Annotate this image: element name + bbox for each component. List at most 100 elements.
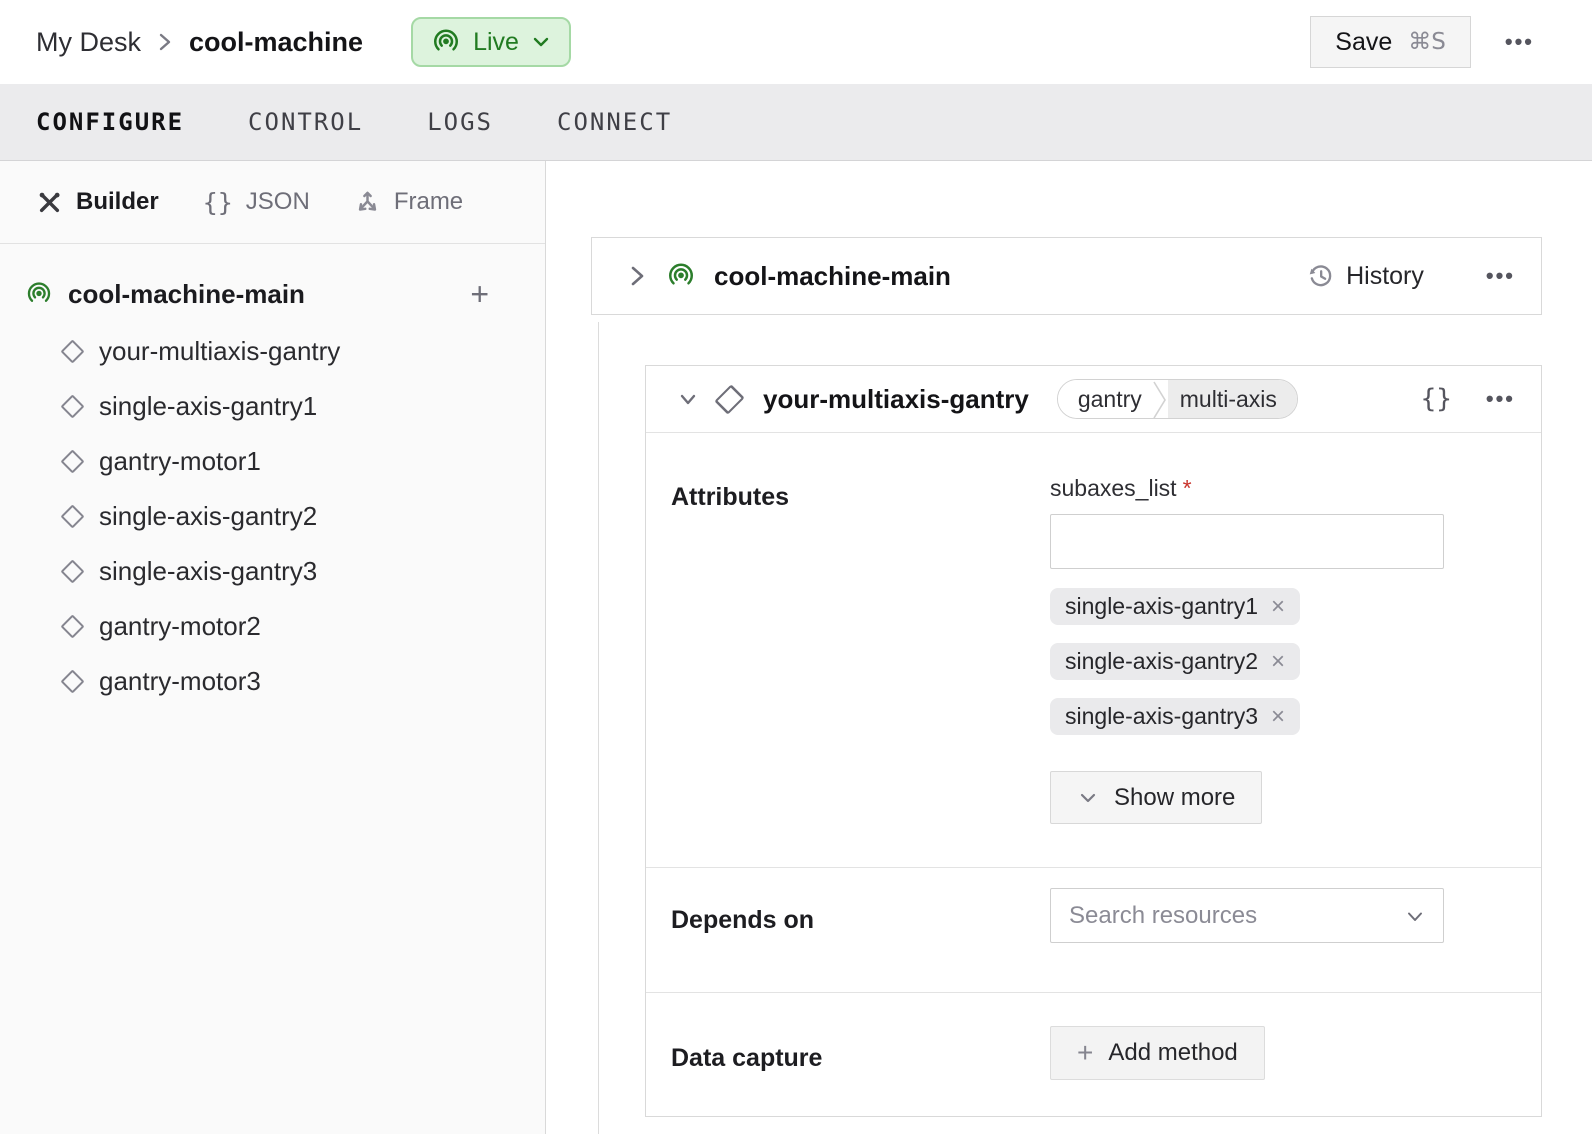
tab-logs[interactable]: LOGS — [427, 108, 493, 136]
live-status-dropdown[interactable]: Live — [411, 17, 571, 67]
remove-chip-icon[interactable]: × — [1271, 702, 1286, 730]
history-button[interactable]: History — [1306, 262, 1424, 291]
tree-item-single-axis-gantry1[interactable]: single-axis-gantry1 — [0, 379, 545, 434]
view-tab-json-label: JSON — [245, 188, 310, 215]
tab-connect[interactable]: CONNECT — [557, 108, 673, 136]
frame-axes-icon — [358, 191, 376, 211]
tree-item-gantry-motor2[interactable]: gantry-motor2 — [0, 599, 545, 654]
resource-card-actions: {} ••• — [1421, 384, 1515, 414]
subaxes-chip-list: single-axis-gantry1 × single-axis-gantry… — [1050, 588, 1541, 735]
main-nav-tabbar: CONFIGURE CONTROL LOGS CONNECT — [0, 84, 1592, 161]
tab-control[interactable]: CONTROL — [248, 108, 364, 136]
header-more-menu-button[interactable]: ••• — [1505, 31, 1534, 53]
data-capture-section: Data capture + Add method — [646, 992, 1541, 1117]
config-main-panel: cool-machine-main History ••• your-multi… — [547, 161, 1592, 1134]
machine-name: cool-machine — [189, 26, 364, 57]
save-button[interactable]: Save ⌘S — [1310, 16, 1471, 68]
add-method-label: Add method — [1108, 1039, 1238, 1066]
tree-root-machine[interactable]: cool-machine-main + — [0, 268, 545, 320]
tree-item-gantry-motor1[interactable]: gantry-motor1 — [0, 434, 545, 489]
breadcrumb: My Desk cool-machine — [36, 27, 363, 58]
braces-icon: {} — [1420, 384, 1452, 414]
resource-title: your-multiaxis-gantry — [763, 383, 1029, 414]
ellipsis-icon: ••• — [1504, 29, 1534, 54]
resource-more-button[interactable]: ••• — [1486, 388, 1515, 410]
history-label: History — [1346, 261, 1424, 290]
show-more-button[interactable]: Show more — [1050, 771, 1263, 824]
component-diamond-icon — [714, 383, 745, 415]
breadcrumb-chevron-icon — [159, 33, 171, 51]
tree-item-single-axis-gantry3[interactable]: single-axis-gantry3 — [0, 544, 545, 599]
history-clock-icon — [1309, 265, 1332, 287]
chip-single-axis-gantry1[interactable]: single-axis-gantry1 × — [1050, 588, 1301, 625]
resource-card: your-multiaxis-gantry gantry multi-axis … — [645, 365, 1542, 1117]
depends-on-section: Depends on Search resources — [646, 867, 1541, 992]
view-tab-builder-label: Builder — [76, 188, 159, 215]
app-header: My Desk cool-machine Live Save ⌘S ••• — [0, 0, 1592, 84]
remove-chip-icon[interactable]: × — [1271, 592, 1286, 620]
header-actions: Save ⌘S ••• — [1310, 16, 1592, 68]
view-tab-frame-label: Frame — [393, 188, 464, 215]
chevron-down-icon[interactable] — [676, 387, 700, 411]
depends-on-heading: Depends on — [671, 906, 815, 934]
search-resources-select[interactable]: Search resources — [1050, 888, 1444, 943]
tree-item-single-axis-gantry2[interactable]: single-axis-gantry2 — [0, 489, 545, 544]
braces-icon: {} — [202, 187, 233, 217]
resource-tree: your-multiaxis-gantry single-axis-gantry… — [0, 324, 545, 709]
component-diamond-icon — [60, 559, 85, 584]
component-diamond-icon — [60, 504, 85, 529]
broadcast-icon — [27, 282, 51, 302]
add-method-button[interactable]: + Add method — [1050, 1026, 1265, 1080]
plus-icon: + — [1077, 1037, 1094, 1068]
tab-configure[interactable]: CONFIGURE — [36, 108, 185, 136]
chip-single-axis-gantry2[interactable]: single-axis-gantry2 × — [1050, 643, 1301, 680]
breadcrumb-parent-link[interactable]: My Desk — [36, 26, 142, 57]
show-more-label: Show more — [1114, 783, 1236, 811]
view-tab-json[interactable]: {} JSON — [203, 188, 310, 217]
chevron-down-icon — [1080, 793, 1096, 802]
search-resources-placeholder: Search resources — [1069, 901, 1258, 929]
chip-single-axis-gantry3[interactable]: single-axis-gantry3 × — [1050, 698, 1301, 735]
add-component-button[interactable]: + — [470, 276, 489, 313]
json-braces-button[interactable]: {} — [1421, 384, 1452, 414]
config-sidebar: Builder {} JSON Frame cool-machine-main … — [0, 161, 546, 1134]
save-shortcut: ⌘S — [1408, 29, 1446, 55]
chevron-right-icon[interactable] — [626, 263, 648, 289]
chevron-down-icon — [533, 37, 549, 47]
component-diamond-icon — [60, 394, 85, 419]
attributes-heading: Attributes — [671, 483, 790, 511]
tree-item-your-multiaxis-gantry[interactable]: your-multiaxis-gantry — [0, 324, 545, 379]
tree-root-label: cool-machine-main — [68, 278, 305, 309]
tools-icon — [39, 192, 60, 212]
machine-part-title: cool-machine-main — [714, 260, 951, 291]
tree-connector-line — [598, 322, 599, 1134]
machine-part-card: cool-machine-main History ••• — [591, 237, 1542, 315]
ellipsis-icon: ••• — [1485, 386, 1515, 411]
tree-item-gantry-motor3[interactable]: gantry-motor3 — [0, 654, 545, 709]
component-diamond-icon — [60, 449, 85, 474]
live-status-label: Live — [473, 27, 519, 56]
data-capture-heading: Data capture — [671, 1044, 823, 1072]
machine-part-more-button[interactable]: ••• — [1486, 265, 1515, 287]
view-tab-builder[interactable]: Builder — [36, 188, 159, 216]
subaxes-field-label: subaxes_list* — [1050, 475, 1192, 501]
component-diamond-icon — [60, 339, 85, 364]
component-diamond-icon — [60, 614, 85, 639]
view-tab-frame[interactable]: Frame — [354, 188, 463, 216]
tag-multi-axis: multi-axis — [1167, 380, 1297, 418]
chevron-down-icon — [1408, 912, 1422, 921]
resource-card-header: your-multiaxis-gantry gantry multi-axis … — [646, 366, 1541, 433]
attributes-section: Attributes subaxes_list* single-axis-gan… — [646, 433, 1541, 867]
resource-type-tags: gantry multi-axis — [1056, 379, 1298, 419]
tag-gantry: gantry — [1057, 380, 1152, 418]
broadcast-icon — [434, 29, 459, 51]
save-label: Save — [1335, 27, 1393, 56]
component-diamond-icon — [60, 669, 85, 694]
broadcast-icon — [669, 263, 693, 285]
ellipsis-icon: ••• — [1485, 263, 1515, 288]
tag-divider-icon — [1153, 381, 1166, 418]
plus-icon: + — [470, 275, 489, 312]
sidebar-view-tabs: Builder {} JSON Frame — [0, 161, 545, 244]
subaxes-input[interactable] — [1050, 514, 1444, 569]
remove-chip-icon[interactable]: × — [1271, 647, 1286, 675]
